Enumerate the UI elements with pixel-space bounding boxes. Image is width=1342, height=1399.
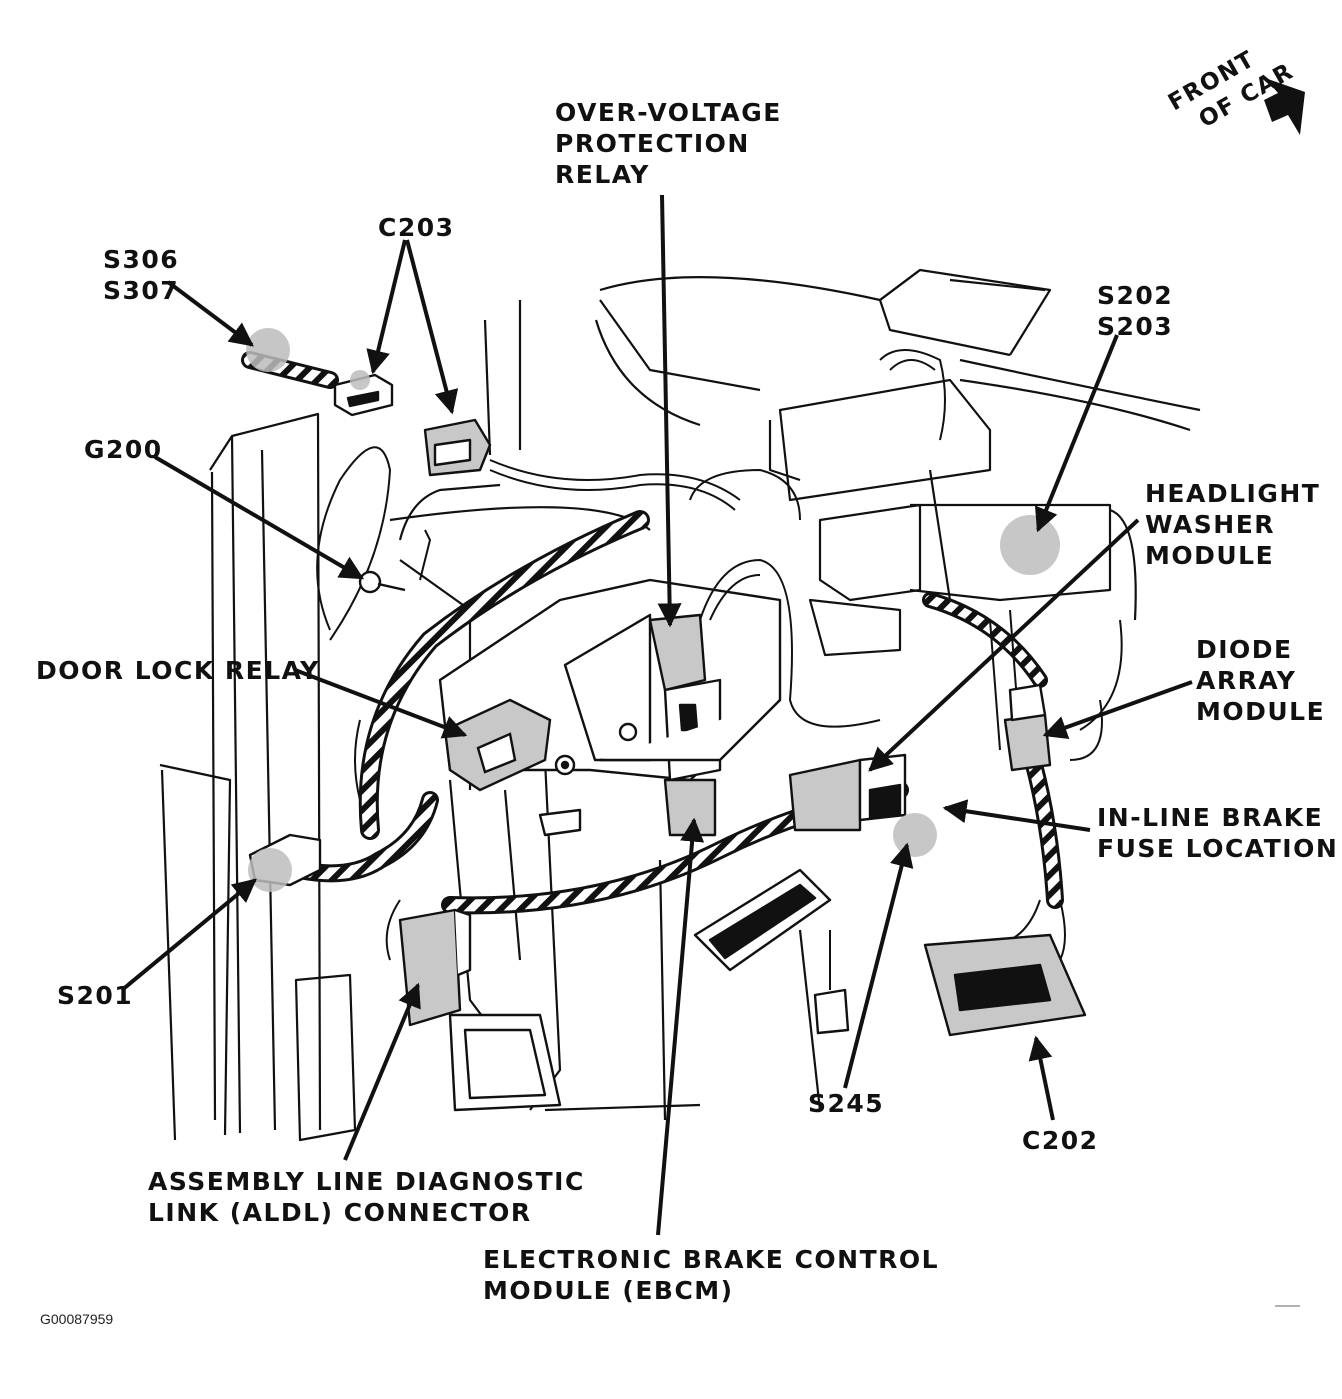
arrow-c202 (1028, 1035, 1055, 1121)
arrow-s202 (1034, 334, 1119, 533)
label-c202: C202 (1022, 1126, 1099, 1155)
label-s201: S201 (57, 981, 134, 1010)
arrow-ovp-relay (657, 194, 682, 628)
arrow-s201 (120, 878, 257, 992)
arrow-c203-right (405, 239, 459, 415)
arrow-headlight-washer (868, 518, 1140, 772)
arrow-diode (1042, 680, 1193, 739)
arrow-g200 (153, 455, 365, 580)
leader-arrows (120, 194, 1193, 1236)
arrow-s245 (843, 842, 914, 1089)
label-ovp-relay: OVER-VOLTAGE PROTECTION RELAY (555, 98, 782, 189)
figure-id: G00087959 (40, 1311, 114, 1327)
label-inline-brake-fuse: IN-LINE BRAKE FUSE LOCATION (1097, 803, 1339, 863)
label-s245: S245 (808, 1089, 885, 1118)
label-c203: C203 (378, 213, 455, 242)
arrow-inline-fuse (942, 799, 1091, 832)
label-s306-s307: S306 S307 (103, 245, 180, 305)
arrow-c203-left (366, 239, 407, 375)
arrow-aldl (343, 982, 421, 1161)
label-s202-s203: S202 S203 (1097, 281, 1174, 341)
label-door-lock-relay: DOOR LOCK RELAY (36, 656, 320, 685)
ebcm-housing (438, 578, 782, 837)
label-aldl-connector: ASSEMBLY LINE DIAGNOSTIC LINK (ALDL) CON… (148, 1167, 585, 1227)
door-lock-relay-shape (443, 698, 552, 792)
body-structure (159, 268, 1201, 1142)
arrow-s306 (166, 280, 254, 347)
front-arrow-icon (1264, 78, 1305, 135)
label-headlight-washer-module: HEADLIGHT WASHER MODULE (1145, 479, 1321, 570)
arrow-door-lock (294, 668, 468, 739)
label-diode-array-module: DIODE ARRAY MODULE (1196, 635, 1326, 726)
label-ebcm: ELECTRONIC BRAKE CONTROL MODULE (EBCM) (483, 1245, 940, 1305)
label-g200: G200 (84, 435, 163, 464)
arrow-ebcm (656, 817, 705, 1236)
